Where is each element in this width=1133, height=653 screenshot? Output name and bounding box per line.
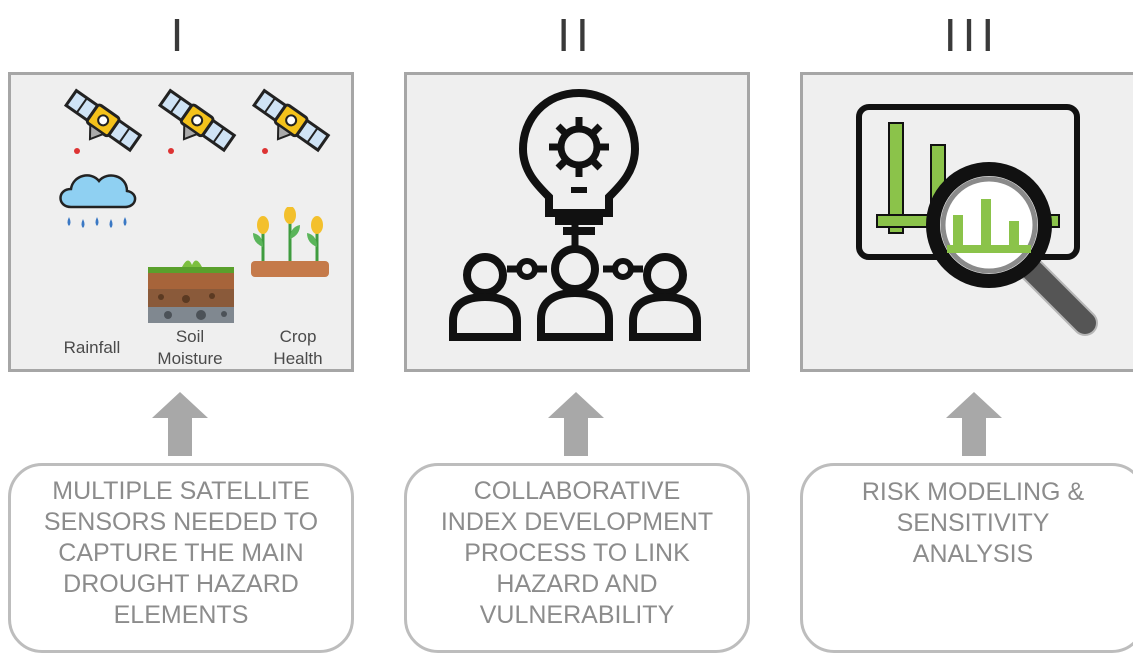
up-arrow-icon (946, 392, 1002, 456)
step-3-description-box: RISK MODELING & SENSITIVITY ANALYSIS (800, 463, 1133, 653)
soil-layers-icon (148, 260, 234, 323)
panel-risk-analysis (800, 72, 1133, 372)
step-1-numeral: I (170, 9, 190, 61)
up-arrow-icon (548, 392, 604, 456)
step-3-numeral: III (943, 9, 1001, 61)
magnifying-glass-icon (926, 162, 1098, 336)
step-2-description-box: COLLABORATIVE INDEX DEVELOPMENT PROCESS … (404, 463, 750, 653)
up-arrow-icon (152, 392, 208, 456)
step-3-description: RISK MODELING & SENSITIVITY ANALYSIS (861, 477, 1085, 568)
rain-cloud-icon (59, 174, 137, 228)
crops-icon (251, 207, 329, 277)
rainfall-label: Rainfall (63, 338, 121, 357)
people-network-icon (449, 225, 701, 341)
step-2-numeral: II (557, 9, 595, 61)
soil-moisture-label: Soil Moisture (157, 327, 223, 368)
panel-collaboration (404, 72, 750, 372)
panel-hazard-elements: Rainfall Soil Moisture Crop Health (8, 72, 354, 372)
satellite-icon (251, 88, 331, 154)
satellite-icon (63, 88, 143, 154)
crop-health-label: Crop Health (273, 327, 323, 368)
step-1-description-box: MULTIPLE SATELLITE SENSORS NEEDED TO CAP… (8, 463, 354, 653)
step-1-description: MULTIPLE SATELLITE SENSORS NEEDED TO CAP… (43, 477, 319, 629)
step-2-description: COLLABORATIVE INDEX DEVELOPMENT PROCESS … (440, 477, 714, 629)
satellite-icon (157, 88, 237, 154)
lightbulb-gear-icon (518, 88, 640, 235)
